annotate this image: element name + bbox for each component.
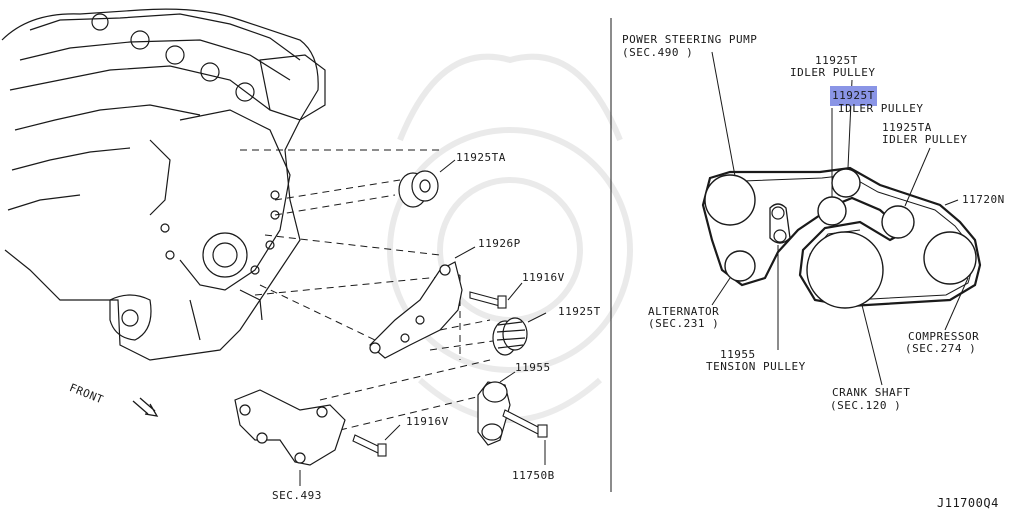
part-label-11916v-lower[interactable]: 11916V	[406, 415, 449, 428]
power-steering-pump-label[interactable]: POWER STEERING PUMP	[622, 33, 758, 46]
crank-shaft-sec[interactable]: (SEC.120 )	[830, 399, 902, 412]
compressor-pulley	[923, 231, 977, 285]
idler-pulley-b-name[interactable]: IDLER PULLEY	[838, 102, 924, 115]
part-label-11916v-upper[interactable]: 11916V	[522, 271, 565, 284]
crankshaft-pulley	[806, 231, 884, 309]
part-label-11750b[interactable]: 11750B	[512, 469, 555, 482]
idler-pulley-ta	[881, 205, 915, 239]
part-label-11955[interactable]: 11955	[515, 361, 551, 374]
power-steering-pulley	[704, 174, 756, 226]
idler-pulley-a-code[interactable]: 11925T	[815, 54, 858, 67]
part-label-11925t[interactable]: 11925T	[558, 305, 601, 318]
compressor-sec[interactable]: (SEC.274 )	[905, 342, 977, 355]
power-steering-pump-sec[interactable]: (SEC.490 )	[622, 46, 694, 59]
diagram-code: J11700Q4	[937, 496, 999, 510]
tension-pulley-name[interactable]: TENSION PULLEY	[706, 360, 806, 373]
engine-block-sketch	[1, 8, 326, 361]
alternator-sec[interactable]: (SEC.231 )	[648, 317, 720, 330]
drive-belt	[701, 166, 982, 308]
leader-lines	[711, 51, 969, 386]
idler-pulley-ta-part	[398, 170, 439, 208]
idler-pulley-t-part	[492, 317, 528, 356]
belt-code-label[interactable]: 11720N	[962, 193, 1005, 206]
bracket-part	[369, 261, 463, 359]
idler-pulley-lower	[817, 196, 847, 226]
belt-routing-diagram	[701, 166, 982, 309]
bolt-11750b-part	[502, 409, 548, 438]
bolt-upper-part	[469, 291, 507, 309]
compressor-label[interactable]: COMPRESSOR	[908, 330, 980, 343]
idler-pulley-ta-name[interactable]: IDLER PULLEY	[882, 133, 968, 146]
tension-pulley-code[interactable]: 11955	[720, 348, 756, 361]
tensioner-part	[477, 381, 511, 446]
idler-pulley-ta-code[interactable]: 11925TA	[882, 121, 932, 134]
idler-pulley-b-code[interactable]: 11925T	[830, 86, 877, 106]
part-label-11925ta[interactable]: 11925TA	[456, 151, 506, 164]
part-label-sec493[interactable]: SEC.493	[272, 489, 322, 502]
sec493-bracket-part	[234, 389, 346, 466]
bolt-lower-part	[352, 434, 387, 457]
alternator-label[interactable]: ALTERNATOR	[648, 305, 720, 318]
idler-pulley-upper	[831, 168, 861, 198]
idler-pulley-a-name[interactable]: IDLER PULLEY	[790, 66, 876, 79]
crank-shaft-label[interactable]: CRANK SHAFT	[832, 386, 911, 399]
front-arrow-icon	[132, 397, 159, 417]
alternator-pulley	[724, 250, 756, 282]
part-label-11926p[interactable]: 11926P	[478, 237, 521, 250]
